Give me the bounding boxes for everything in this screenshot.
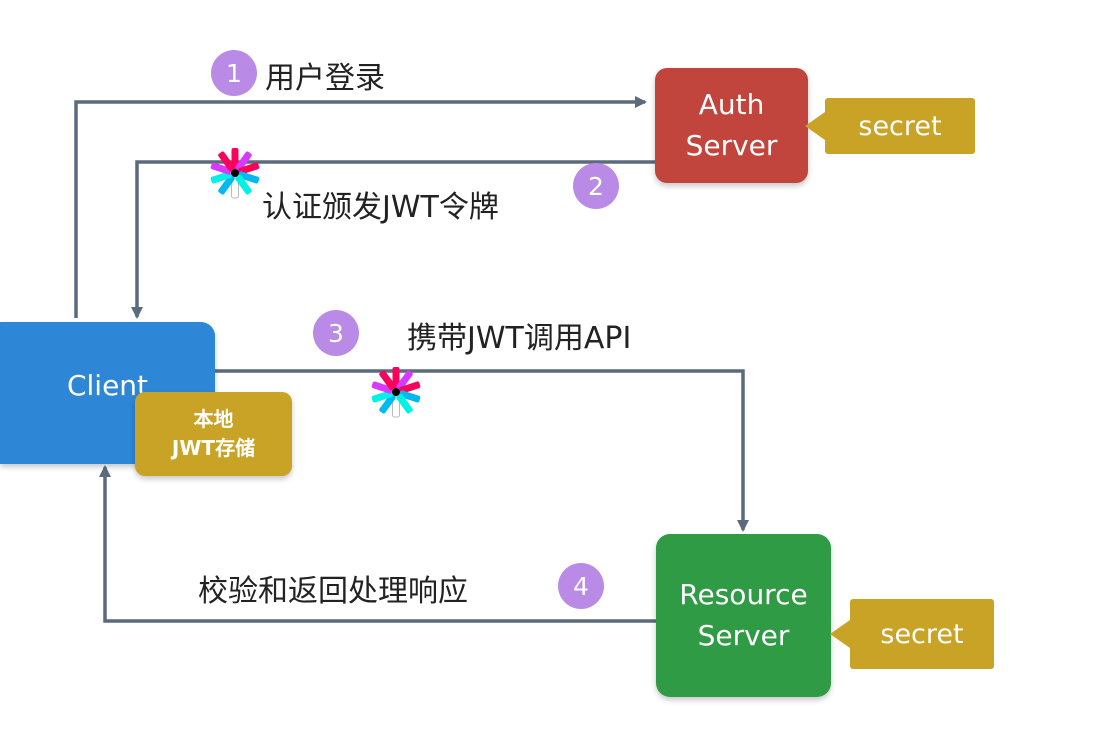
resource-server-line1: Resource [679,577,808,611]
jwt-logo-icon [370,366,422,418]
local-jwt-storage: 本地 JWT存储 [135,392,292,476]
auth-server-line2: Server [685,128,778,162]
step-4-label: 校验和返回处理响应 [198,574,468,609]
auth-secret-tag: secret [805,98,975,154]
callout-pointer [830,620,850,648]
resource-secret-tag: secret [830,599,994,669]
auth-server-line1: Auth [698,87,765,121]
step-4-badge: 4 [558,563,604,609]
step-1-number: 1 [226,58,242,88]
arrow-step-1 [74,96,647,318]
resource-secret-text: secret [880,618,964,650]
callout-pointer [805,112,825,140]
arrow-step-2 [131,160,655,319]
step-3-label: 携带JWT调用API [407,321,632,356]
arrow-step-3 [215,369,749,532]
auth-secret-text: secret [858,110,942,142]
jwt-logo-icon [209,147,261,199]
resource-server-node: Resource Server [656,534,831,697]
local-storage-line1: 本地 [193,407,234,431]
step-1-badge: 1 [211,50,257,96]
arrow-step-4 [99,465,656,623]
auth-server-node: Auth Server [655,68,808,183]
step-4-number: 4 [573,571,589,601]
resource-server-line2: Server [697,618,790,652]
step-3-number: 3 [328,318,344,348]
step-1-label: 用户登录 [265,61,385,96]
local-storage-line2: JWT存储 [171,436,256,460]
client-label: Client [66,369,149,402]
step-2-number: 2 [588,171,604,201]
step-3-badge: 3 [313,310,359,356]
step-2-badge: 2 [573,163,619,209]
step-2-label: 认证颁发JWT令牌 [262,190,499,225]
